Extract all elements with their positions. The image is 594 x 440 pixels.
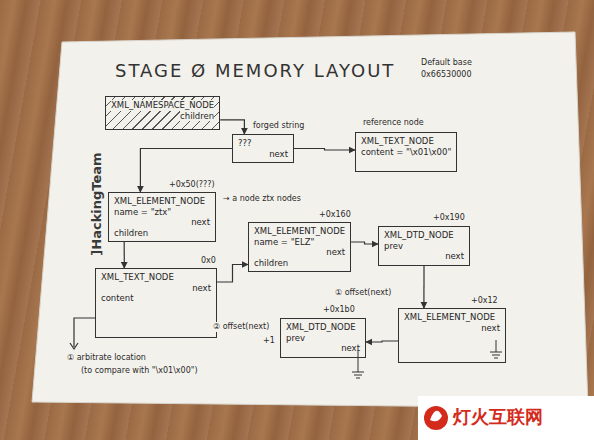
memory-node-box: ???next — [232, 134, 294, 163]
node-field: next — [286, 343, 360, 354]
annotation-label: → a node ztx nodes — [222, 194, 302, 204]
node-heading: XML_ELEMENT_NODE — [254, 226, 345, 237]
node-field: name = "ztx" — [114, 207, 210, 218]
annotation-label: ① offset(next) — [334, 288, 392, 298]
annotation-label: +0x50(???) — [168, 180, 216, 190]
pointer-arrow — [217, 265, 248, 283]
null-symbol — [490, 340, 502, 358]
pointer-arrow — [366, 341, 398, 342]
annotation-label: +1 — [262, 336, 276, 346]
watermark-flame — [430, 411, 442, 421]
node-field: prev — [384, 241, 464, 252]
annotation-label: +0x190 — [432, 213, 466, 223]
node-heading: XML_DTD_NODE — [286, 322, 360, 333]
node-field: next — [101, 283, 211, 294]
node-heading: XML_TEXT_NODE — [361, 136, 451, 147]
node-field: children — [180, 111, 214, 122]
annotation-label: reference node — [362, 118, 425, 128]
node-field: children — [114, 228, 210, 239]
annotation-label: ② offset(next) — [212, 322, 270, 332]
diagram-title: STAGE Ø MEMORY LAYOUT — [115, 60, 395, 81]
pointer-arrow — [220, 120, 244, 134]
pointer-arrow — [351, 242, 378, 244]
memory-node-box: XML_ELEMENT_NODEnext — [398, 308, 506, 363]
node-field: next — [404, 323, 500, 334]
memory-node-box: XML_DTD_NODEprevnext — [280, 318, 366, 358]
node-heading: XML_DTD_NODE — [384, 230, 464, 241]
node-field: name = "ELZ" — [254, 237, 345, 248]
pointer-arrow — [294, 149, 355, 151]
node-heading: ??? — [238, 138, 288, 149]
annotation-label: forged string — [252, 121, 305, 131]
node-field: next — [254, 247, 345, 258]
memory-node-box: XML_TEXT_NODEnextcontent — [95, 268, 217, 338]
annotation-label: Default base — [420, 58, 473, 68]
annotation-label: +0x160 — [318, 210, 352, 220]
watermark-panel — [418, 396, 594, 440]
node-field: children — [254, 258, 345, 269]
memory-node-box: XML_ELEMENT_NODEname = "ztx"nextchildren — [108, 192, 216, 242]
logo-text: ]HackingTeam — [89, 151, 105, 256]
node-heading: XML_ELEMENT_NODE — [114, 196, 210, 207]
pointer-arrow — [124, 242, 125, 268]
node-field: content — [101, 293, 211, 304]
pointer-arrow — [140, 149, 232, 193]
node-field: content = "\x01\x00" — [361, 147, 451, 158]
annotation-label: 0x0 — [200, 256, 217, 266]
memory-node-box: XML_DTD_NODEprevnext — [378, 226, 470, 266]
node-heading: XML_TEXT_NODE — [101, 272, 211, 283]
node-field: next — [238, 149, 288, 160]
paper-sheet — [32, 32, 588, 408]
memory-node-box: XML_ELEMENT_NODEname = "ELZ"nextchildren — [248, 222, 351, 272]
node-field: next — [114, 217, 210, 228]
memory-node-box: XML_NAMESPACE_NODEchildren — [105, 96, 220, 130]
leader-line — [74, 318, 95, 347]
annotation-label: 0x66530000 — [420, 70, 473, 80]
annotation-label: +0x1b0 — [322, 305, 356, 315]
node-field: prev — [286, 333, 360, 344]
node-heading: XML_NAMESPACE_NODE — [111, 100, 214, 111]
pointer-arrow — [423, 266, 424, 308]
null-symbol — [352, 350, 364, 378]
memory-node-box: XML_TEXT_NODEcontent = "\x01\x00" — [355, 132, 457, 172]
node-field: next — [384, 251, 464, 262]
annotation-label: +0x12 — [470, 296, 499, 306]
leader-arrow — [70, 343, 78, 349]
watermark-text: 灯火互联网 — [452, 406, 544, 427]
annotation-label: (to compare with "\x01\x00") — [80, 366, 199, 376]
watermark-logo — [424, 406, 448, 430]
node-heading: XML_ELEMENT_NODE — [404, 312, 500, 323]
annotation-label: ① arbitrate location — [66, 353, 147, 363]
